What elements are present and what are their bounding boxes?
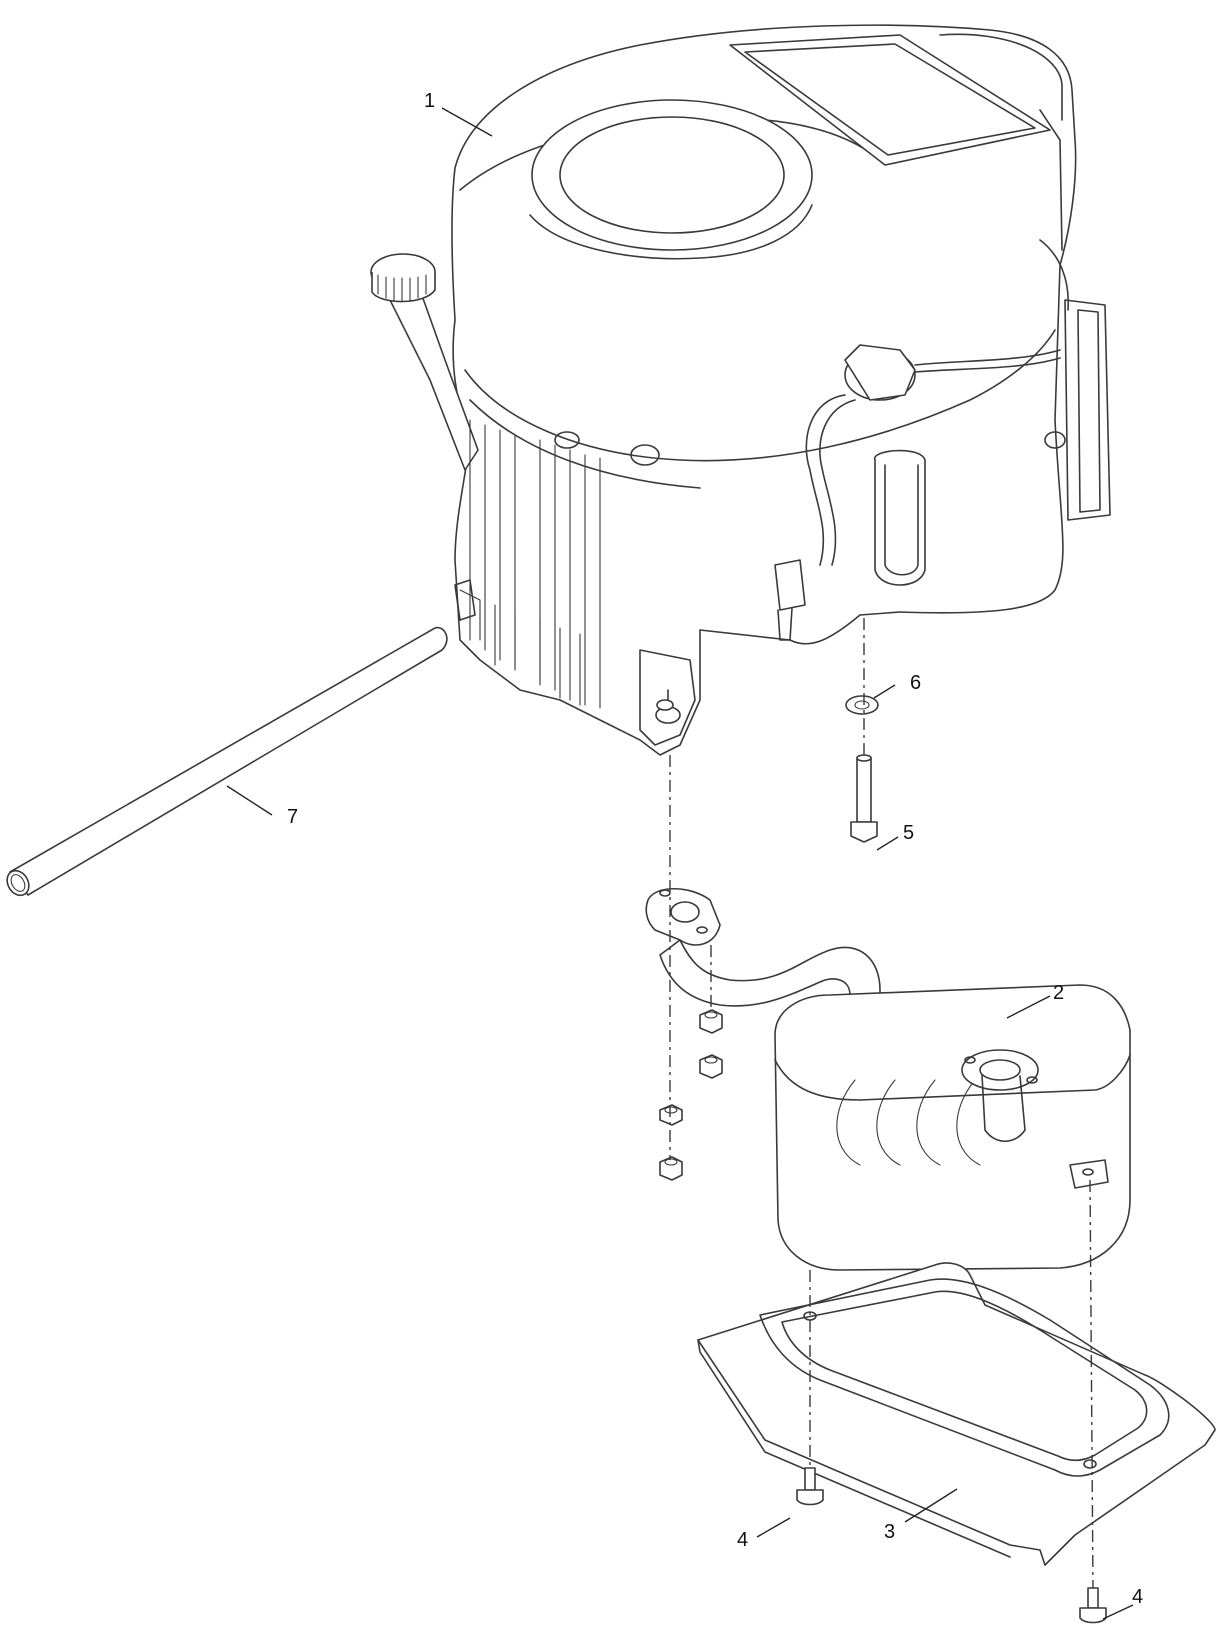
bolt-icon	[850, 754, 878, 843]
callout-4-bottom: 4	[1132, 1586, 1144, 1608]
leader-lines	[226, 107, 1134, 1620]
callout-7: 7	[287, 806, 299, 828]
callout-3: 3	[884, 1521, 896, 1543]
muffler-icon	[645, 888, 1131, 1271]
callout-4-left: 4	[737, 1529, 749, 1551]
screw-icon	[796, 1467, 1107, 1624]
callout-6: 6	[910, 672, 922, 694]
center-lines	[669, 618, 1094, 1589]
heat-shield-icon	[697, 1262, 1216, 1566]
tube-icon	[6, 626, 448, 897]
engine-icon	[370, 24, 1111, 756]
washer-icon	[845, 695, 879, 715]
callout-2: 2	[1053, 982, 1065, 1004]
callout-1: 1	[424, 90, 436, 112]
callout-5: 5	[903, 822, 915, 844]
nut-icon	[659, 1009, 723, 1181]
